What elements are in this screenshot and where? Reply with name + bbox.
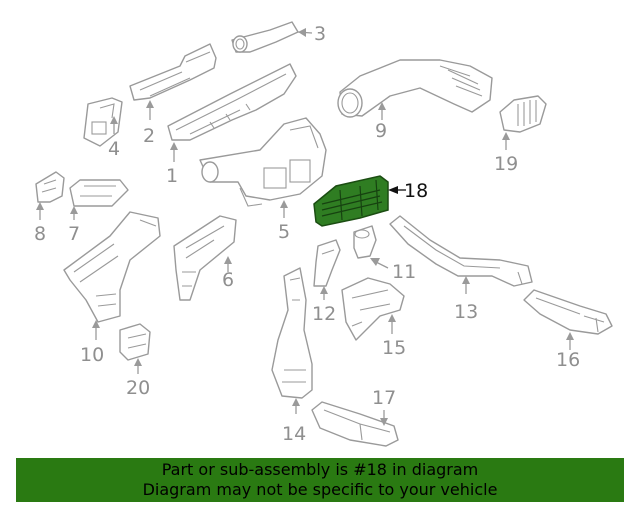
part-19-vent	[499, 95, 547, 133]
label-16: 16	[556, 349, 580, 371]
arrow-20	[134, 358, 142, 366]
label-2: 2	[143, 125, 155, 147]
part-4-bracket	[83, 97, 123, 147]
label-3: 3	[314, 23, 326, 45]
banner-line-2: Diagram may not be specific to your vehi…	[142, 480, 498, 499]
label-17: 17	[372, 387, 396, 409]
label-20: 20	[126, 377, 150, 399]
label-18: 18	[404, 180, 428, 202]
part-1-duct	[167, 63, 297, 141]
part-12-bracket	[313, 239, 341, 287]
label-6: 6	[222, 269, 234, 291]
label-10: 10	[80, 344, 104, 366]
part-9-duct	[337, 59, 493, 118]
arrow-3	[298, 28, 306, 37]
arrow-19	[502, 132, 510, 140]
label-1: 1	[166, 165, 178, 187]
arrow-6	[224, 256, 232, 264]
arrow-17	[380, 418, 388, 426]
part-16-duct	[523, 289, 613, 335]
part-17-duct	[311, 401, 399, 447]
arrow-9	[378, 102, 386, 110]
arrow-12	[320, 286, 328, 294]
arrow-7	[70, 206, 78, 214]
arrow-13	[462, 276, 470, 284]
arrow-16	[566, 332, 574, 340]
label-15: 15	[382, 337, 406, 359]
arrow-4	[110, 116, 118, 124]
part-20-block	[119, 323, 151, 361]
part-3-duct	[231, 21, 299, 53]
arrow-14	[292, 398, 300, 406]
label-4: 4	[108, 138, 120, 160]
part-8-bracket	[35, 171, 65, 203]
part-7-duct	[69, 179, 129, 207]
label-8: 8	[34, 223, 46, 245]
arrow-10	[92, 320, 100, 328]
banner-line-1: Part or sub-assembly is #18 in diagram	[161, 460, 479, 479]
arrow-18	[388, 186, 398, 194]
label-19: 19	[494, 153, 518, 175]
part-10-duct	[63, 211, 161, 323]
label-7: 7	[68, 223, 80, 245]
label-11: 11	[392, 261, 416, 283]
part-13-duct	[389, 215, 533, 287]
label-5: 5	[278, 221, 290, 243]
arrow-11	[370, 258, 380, 266]
arrow-1	[170, 142, 178, 150]
part-18-vent-highlighted	[313, 175, 389, 227]
arrow-2	[146, 100, 154, 108]
part-2-duct	[129, 43, 217, 101]
part-5-housing	[199, 117, 327, 207]
arrow-15	[388, 314, 396, 322]
label-12: 12	[312, 303, 336, 325]
part-14-duct	[271, 267, 313, 399]
label-13: 13	[454, 301, 478, 323]
info-banner: Part or sub-assembly is #18 in diagram D…	[16, 458, 624, 502]
part-11-connector	[353, 225, 377, 259]
part-15-bracket	[341, 277, 405, 341]
label-9: 9	[375, 120, 387, 142]
part-6-duct	[173, 215, 237, 301]
arrow-5	[280, 200, 288, 208]
arrow-8	[36, 202, 44, 210]
label-14: 14	[282, 423, 306, 445]
parts-diagram: 3 2 4 1 9 19	[34, 21, 613, 447]
